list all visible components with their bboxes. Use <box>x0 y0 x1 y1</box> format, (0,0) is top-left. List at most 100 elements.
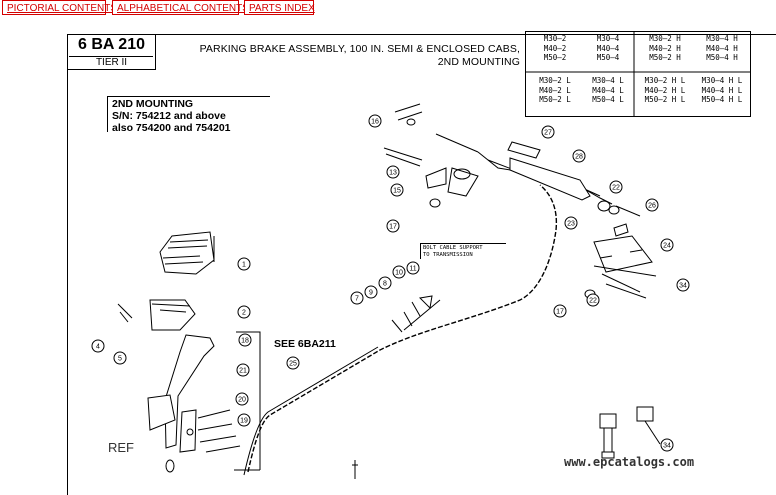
cable-note-line-1: BOLT CABLE SUPPORT <box>423 245 483 251</box>
model-code: M50–2 <box>543 53 567 62</box>
callout-7: 7 <box>350 291 364 305</box>
callout-number: 26 <box>648 203 656 210</box>
brake-lever <box>147 331 261 473</box>
callout-number: 24 <box>663 243 671 250</box>
callout-number: 13 <box>389 170 397 177</box>
callout-28: 28 <box>572 149 586 163</box>
callout-number: 19 <box>240 418 248 425</box>
parts-index-link[interactable]: PARTS INDEX <box>244 0 315 15</box>
see-reference-link[interactable]: SEE 6BA211 <box>274 338 336 350</box>
bottom-right-parts <box>352 406 661 479</box>
callout-number: 25 <box>289 361 297 368</box>
callout-34: 34 <box>660 438 674 452</box>
note-line-2: S/N: 754212 and above <box>112 110 226 122</box>
ref-label: REF <box>108 440 134 455</box>
model-code: M40–4 H L <box>701 85 743 95</box>
callout-20: 20 <box>235 392 249 406</box>
mounting-note: 2ND MOUNTING S/N: 754212 and above also … <box>107 96 270 134</box>
callout-26: 26 <box>645 198 659 212</box>
alphabetical-contents-link[interactable]: ALPHABETICAL CONTENTS <box>112 0 249 15</box>
callout-number: 8 <box>383 281 387 288</box>
callout-number: 4 <box>96 344 100 351</box>
model-code: M50–4 H <box>706 53 738 62</box>
callout-22: 22 <box>609 180 623 194</box>
divider <box>69 56 153 57</box>
callout-34-repeat: 34 <box>676 278 690 292</box>
screw-parts <box>117 303 241 453</box>
model-code: M50–2 H <box>649 53 681 62</box>
model-code: M50–4 L <box>592 95 624 104</box>
right-bracket <box>584 205 657 299</box>
callout-25: 25 <box>286 356 300 370</box>
callout-number: 27 <box>544 130 552 137</box>
cable-note-line-2: TO TRANSMISSION <box>423 252 473 258</box>
callout-8: 8 <box>378 276 392 290</box>
callout-16: 16 <box>368 114 382 128</box>
model-code: M30–2 L <box>539 76 571 85</box>
callout-22-repeat: 22 <box>586 293 600 307</box>
note-line-3: also 754200 and 754201 <box>112 122 231 134</box>
brake-cable <box>247 184 558 473</box>
callout-number: 5 <box>118 356 122 363</box>
model-code: M30–4 L <box>592 76 624 85</box>
callout-10: 10 <box>392 265 406 279</box>
tier-label: TIER II <box>95 57 128 68</box>
callout-4: 4 <box>91 339 105 353</box>
callout-24: 24 <box>660 238 674 252</box>
cable-support-note: BOLT CABLE SUPPORT TO TRANSMISSION <box>420 243 506 259</box>
callout-number: 7 <box>355 296 359 303</box>
callout-number: 34 <box>679 283 687 290</box>
model-code: M50–4 <box>596 53 620 62</box>
model-code: M30–2 H <box>649 34 681 43</box>
boot-part <box>159 231 215 275</box>
callout-9: 9 <box>364 285 378 299</box>
callout-19: 19 <box>237 413 251 427</box>
title-line-2: 2ND MOUNTING <box>437 56 520 68</box>
callout-2: 2 <box>237 305 251 319</box>
callout-number: 2 <box>242 310 246 317</box>
page-frame <box>67 34 776 495</box>
callout-23: 23 <box>564 216 578 230</box>
callout-15: 15 <box>390 183 404 197</box>
callout-13: 13 <box>386 165 400 179</box>
exploded-parts-diagram: 1245789101113151617181920212223242526272… <box>91 103 690 479</box>
callout-1: 1 <box>237 257 251 271</box>
callout-number: 9 <box>369 290 373 297</box>
callout-layer: 1245789101113151617181920212223242526272… <box>91 114 690 452</box>
callout-5: 5 <box>113 351 127 365</box>
note-line-1: 2ND MOUNTING <box>112 98 194 110</box>
callout-number: 20 <box>238 397 246 404</box>
pictorial-contents-link[interactable]: PICTORIAL CONTENTS <box>2 0 117 15</box>
callout-18: 18 <box>238 333 252 347</box>
callout-21: 21 <box>236 363 250 377</box>
section-code: 6 BA 210 <box>78 36 145 53</box>
model-code: M30–4 H L <box>701 76 743 85</box>
clamp-parts <box>391 295 441 333</box>
watermark: www.epcatalogs.com <box>564 455 695 469</box>
callout-number: 28 <box>575 154 583 161</box>
model-code: M40–2 L <box>539 85 571 95</box>
model-code: M30–4 H <box>706 34 738 43</box>
callout-17-repeat: 17 <box>553 304 567 318</box>
linkage-rod <box>435 133 620 215</box>
callout-number: 17 <box>389 224 397 231</box>
callout-number: 10 <box>395 270 403 277</box>
callout-17: 17 <box>386 219 400 233</box>
model-code: M40–4 H <box>706 43 738 53</box>
callout-number: 17 <box>556 309 564 316</box>
callout-number: 15 <box>393 188 401 195</box>
title-line-1: PARKING BRAKE ASSEMBLY, 100 IN. SEMI & E… <box>199 43 520 55</box>
callout-number: 1 <box>242 262 246 269</box>
table-grid <box>525 31 751 117</box>
callout-27: 27 <box>541 125 555 139</box>
callout-number: 18 <box>241 338 249 345</box>
clevis-parts <box>383 103 479 208</box>
